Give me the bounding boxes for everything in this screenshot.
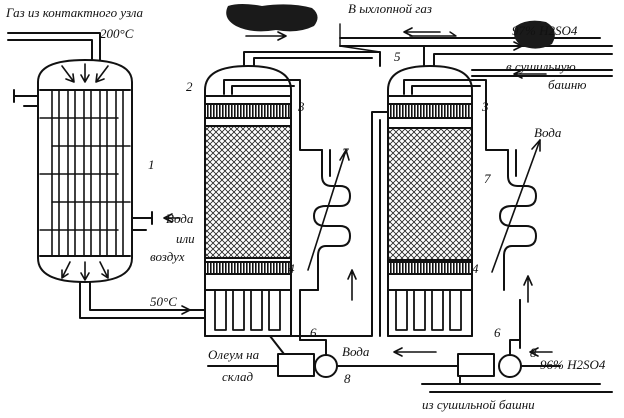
number-monohydrate-absorber: 5 bbox=[394, 49, 401, 64]
pipelines bbox=[163, 23, 613, 393]
cooler-right bbox=[491, 139, 541, 349]
number-pump-right: 8 bbox=[530, 345, 537, 360]
number-cooler-right: 7 bbox=[484, 171, 491, 186]
ink-blotch bbox=[226, 4, 555, 49]
number-collector-right: 6 bbox=[494, 325, 501, 340]
label-acid-97: 97% H2SO4 bbox=[512, 23, 578, 38]
cooler-left bbox=[299, 149, 357, 341]
label-water-bottom: Вода bbox=[342, 344, 370, 359]
label-from-drying-tower: из сушильной башни bbox=[422, 397, 535, 412]
label-temp-200: 200°С bbox=[100, 26, 134, 41]
label-oleum-1: Олеум на bbox=[208, 347, 260, 362]
number-grate-left: 4 bbox=[288, 261, 295, 276]
number-collector-left: 6 bbox=[310, 325, 317, 340]
label-to-drying-tower-1: в сушильную bbox=[506, 59, 576, 74]
label-water-right: Вода bbox=[534, 125, 562, 140]
number-distributor-right: 3 bbox=[482, 99, 489, 114]
number-cooler-left: 7 bbox=[342, 145, 349, 160]
label-oleum-2: склад bbox=[222, 369, 254, 384]
number-grate-right: 4 bbox=[472, 261, 479, 276]
number-pump-left: 8 bbox=[344, 371, 351, 386]
heat-exchanger bbox=[7, 32, 206, 319]
collector-right bbox=[457, 299, 522, 378]
collector-left bbox=[277, 339, 338, 378]
oleum-absorber bbox=[204, 51, 381, 355]
label-or: или bbox=[176, 231, 195, 246]
label-exhaust-gas: В ыхлопной газ bbox=[348, 1, 432, 16]
number-heat-exchanger: 1 bbox=[148, 157, 155, 172]
label-water-left: Вода bbox=[166, 211, 194, 226]
number-distributor-left: 3 bbox=[298, 99, 305, 114]
number-oleum-absorber: 2 bbox=[186, 79, 193, 94]
monohydrate-absorber bbox=[339, 37, 613, 337]
label-temp-50: 50°С bbox=[150, 294, 177, 309]
label-air: воздух bbox=[150, 249, 185, 264]
label-gas-from-contact: Газ из контактного узла bbox=[6, 5, 144, 20]
label-to-drying-tower-2: башню bbox=[548, 77, 587, 92]
label-acid-96: 96% H2SO4 bbox=[540, 357, 606, 372]
